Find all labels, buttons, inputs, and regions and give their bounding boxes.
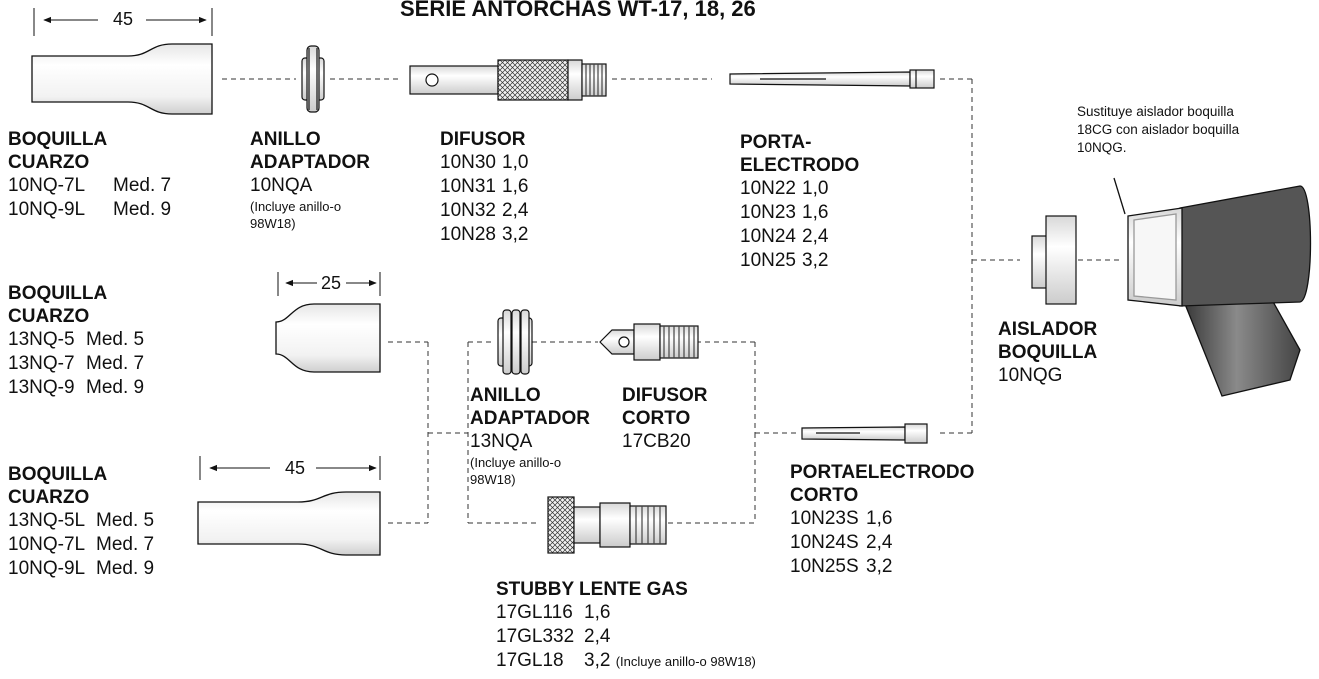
short-collet-icon [801, 423, 928, 444]
stubby-gas-lens-icon [547, 496, 667, 554]
part-code: 13NQA [470, 431, 533, 452]
part-heading: ADAPTADOR [470, 408, 590, 429]
part-heading: ELECTRODO [740, 155, 860, 176]
note-line: Sustituye aislador boquilla [1077, 104, 1234, 119]
part-heading: ANILLO [470, 385, 541, 406]
part-heading: ADAPTADOR [250, 152, 370, 173]
dimension-marks [33, 8, 381, 480]
adapter-ring-top-icon [301, 45, 325, 113]
part-heading: STUBBY LENTE GAS [496, 579, 688, 600]
page-title: SERIE ANTORCHAS WT-17, 18, 26 [400, 0, 756, 21]
part-heading: DIFUSOR [622, 385, 708, 406]
part-heading: BOQUILLA [8, 464, 108, 485]
part-heading: CORTO [622, 408, 691, 429]
gas-diffuser-icon [409, 59, 607, 101]
note-line: 18CG con aislador boquilla [1077, 122, 1240, 137]
part-code: 10NQA [250, 175, 313, 196]
part-note: (Incluye anillo-o [250, 199, 342, 214]
dimension-label-25: 25 [321, 273, 342, 293]
part-code: 10NQG [998, 365, 1063, 386]
part-heading: CUARZO [8, 306, 90, 327]
replacement-note: Sustituye aislador boquilla 18CG con ais… [1077, 103, 1239, 157]
adapter-ring-middle-icon [497, 309, 533, 375]
part-note: (Incluye anillo-o 98W18) [615, 654, 756, 669]
part-heading: PORTAELECTRODO [790, 462, 975, 483]
part-heading: BOQUILLA [8, 129, 108, 150]
part-heading: BOQUILLA [998, 342, 1098, 363]
connector-lines [222, 78, 1122, 524]
part-note: (Incluye anillo-o [470, 455, 562, 470]
quartz-nozzle-long-bottom-icon [197, 491, 381, 556]
quartz-nozzle-long-top-icon [31, 43, 213, 115]
part-note: 98W18) [250, 216, 296, 231]
label-aislador-boquilla: AISLADOR BOQUILLA 10NQG [998, 318, 1097, 388]
note-line: 10NQG. [1077, 140, 1127, 155]
electrode-collet-icon [729, 69, 935, 89]
part-code: 17CB20 [622, 431, 691, 452]
part-heading: CUARZO [8, 487, 90, 508]
label-difusor-corto: DIFUSOR CORTO 17CB20 [622, 384, 708, 454]
part-heading: CORTO [790, 485, 859, 506]
part-heading: DIFUSOR [440, 129, 526, 150]
part-heading: BOQUILLA [8, 283, 108, 304]
label-anillo-adaptador-1: ANILLO ADAPTADOR 10NQA (Incluye anillo-o… [250, 128, 370, 232]
nozzle-insulator-icon [1031, 215, 1077, 305]
torch-head-icon [1113, 177, 1312, 397]
short-diffuser-icon [599, 323, 699, 361]
part-heading: AISLADOR [998, 319, 1098, 340]
dimension-label-45-bottom: 45 [285, 458, 306, 478]
part-note: 98W18) [470, 472, 516, 487]
label-anillo-adaptador-2: ANILLO ADAPTADOR 13NQA (Incluye anillo-o… [470, 384, 590, 488]
quartz-nozzle-short-icon [275, 303, 381, 373]
dimension-label-45-top: 45 [113, 9, 134, 29]
part-heading: PORTA- [740, 132, 812, 153]
part-heading: CUARZO [8, 152, 90, 173]
part-heading: ANILLO [250, 129, 321, 150]
